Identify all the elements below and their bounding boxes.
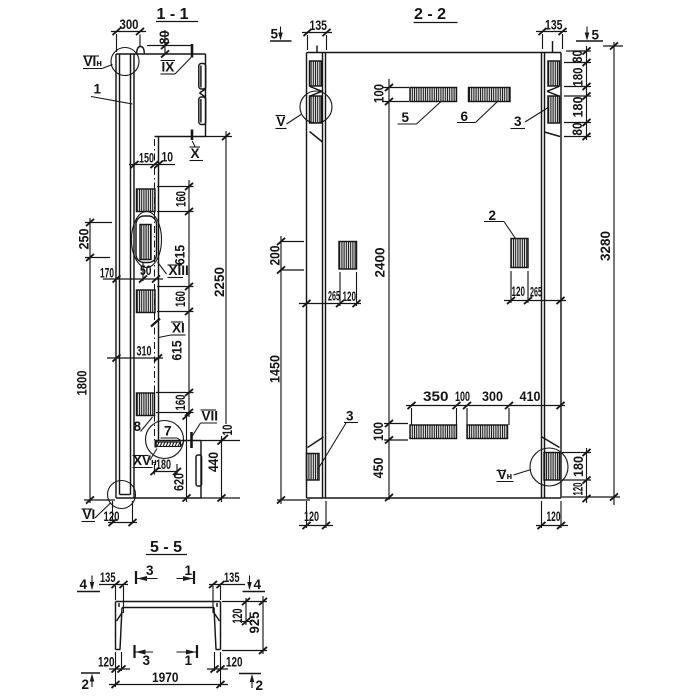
svg-text:1: 1	[94, 82, 102, 97]
svg-text:350: 350	[423, 389, 449, 404]
svg-text:7: 7	[164, 424, 172, 439]
svg-text:300: 300	[482, 389, 503, 404]
svg-text:X: X	[191, 146, 200, 161]
svg-text:120: 120	[547, 509, 561, 524]
svg-text:180: 180	[571, 68, 586, 87]
svg-text:2400: 2400	[373, 248, 388, 278]
svg-text:10: 10	[162, 150, 174, 165]
svg-text:300: 300	[120, 17, 139, 32]
svg-text:100: 100	[455, 389, 470, 404]
svg-text:250: 250	[77, 229, 92, 250]
svg-text:620: 620	[172, 473, 187, 491]
svg-text:180: 180	[571, 456, 586, 477]
svg-text:5: 5	[271, 27, 279, 42]
svg-text:200: 200	[268, 246, 283, 266]
svg-text:170: 170	[100, 266, 114, 281]
svg-text:80: 80	[570, 50, 585, 63]
svg-text:615: 615	[173, 245, 188, 265]
svg-text:VII: VII	[202, 409, 219, 424]
svg-text:160: 160	[173, 395, 188, 411]
svg-text:XVн: XVн	[133, 453, 157, 468]
svg-text:2: 2	[489, 208, 497, 223]
svg-text:80: 80	[570, 123, 585, 136]
svg-text:50: 50	[140, 263, 152, 278]
svg-text:3: 3	[346, 409, 354, 424]
svg-text:XIII: XIII	[169, 263, 189, 278]
svg-text:100: 100	[372, 84, 387, 103]
svg-text:160: 160	[174, 191, 189, 207]
svg-text:3: 3	[143, 653, 151, 668]
svg-text:440: 440	[206, 452, 221, 472]
svg-text:135: 135	[310, 18, 328, 33]
svg-text:IX: IX	[162, 60, 175, 75]
svg-text:410: 410	[520, 389, 541, 404]
svg-text:120: 120	[304, 509, 319, 524]
svg-text:450: 450	[371, 458, 386, 479]
svg-text:150: 150	[139, 151, 154, 166]
svg-text:XI: XI	[172, 321, 185, 336]
svg-text:1: 1	[185, 563, 193, 578]
svg-text:V: V	[277, 114, 286, 129]
svg-text:6: 6	[461, 109, 469, 124]
svg-text:8: 8	[134, 419, 142, 434]
svg-text:120: 120	[98, 655, 115, 670]
svg-text:615: 615	[170, 340, 185, 360]
svg-text:80: 80	[157, 31, 172, 45]
svg-text:5 - 5: 5 - 5	[150, 539, 182, 556]
svg-text:135: 135	[100, 570, 116, 585]
svg-text:2: 2	[82, 677, 90, 692]
svg-text:2250: 2250	[212, 267, 227, 297]
svg-text:120: 120	[230, 609, 245, 624]
svg-text:3: 3	[514, 114, 522, 129]
svg-text:265: 265	[530, 285, 542, 300]
svg-text:120: 120	[343, 289, 357, 304]
svg-text:120: 120	[512, 284, 526, 299]
svg-text:120: 120	[226, 655, 243, 670]
svg-text:1: 1	[185, 653, 193, 668]
svg-text:4: 4	[80, 577, 88, 592]
svg-text:135: 135	[224, 570, 240, 585]
svg-text:Vн: Vн	[498, 467, 513, 482]
svg-text:180: 180	[156, 457, 171, 472]
svg-text:3280: 3280	[598, 231, 613, 261]
svg-text:120: 120	[571, 483, 586, 496]
svg-text:5: 5	[592, 28, 600, 43]
svg-text:1970: 1970	[152, 670, 179, 685]
svg-text:VIн: VIн	[84, 54, 103, 69]
svg-text:4: 4	[254, 577, 262, 592]
svg-text:265: 265	[328, 289, 340, 304]
svg-text:2: 2	[256, 678, 264, 693]
svg-text:100: 100	[371, 422, 386, 441]
svg-text:10: 10	[220, 425, 235, 436]
svg-text:925: 925	[247, 611, 262, 633]
svg-text:1 - 1: 1 - 1	[157, 6, 189, 23]
svg-text:120: 120	[104, 509, 120, 524]
svg-text:310: 310	[137, 344, 152, 359]
svg-text:3: 3	[146, 563, 154, 578]
svg-text:VI: VI	[83, 507, 96, 522]
svg-text:5: 5	[402, 110, 410, 125]
svg-text:2 - 2: 2 - 2	[414, 6, 446, 23]
svg-text:1800: 1800	[75, 371, 90, 396]
svg-text:1450: 1450	[268, 355, 283, 383]
svg-text:180: 180	[571, 97, 586, 118]
svg-text:160: 160	[173, 291, 188, 307]
svg-text:135: 135	[545, 18, 563, 33]
